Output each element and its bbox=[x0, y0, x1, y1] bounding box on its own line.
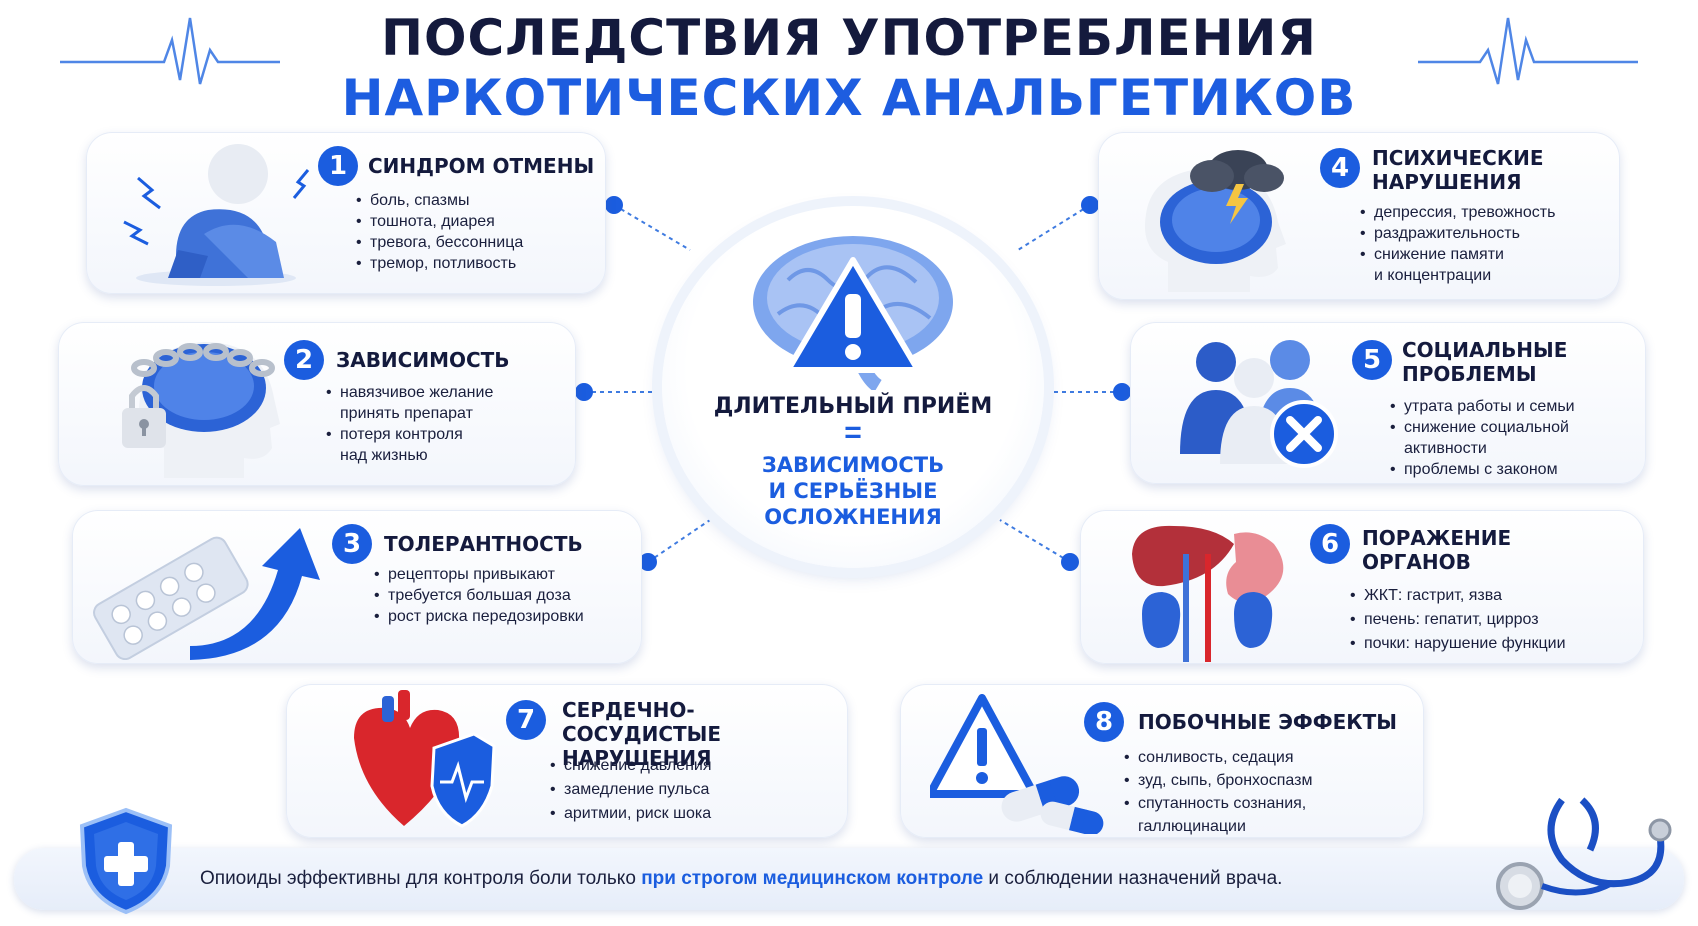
list-item: тошнота, диарея bbox=[356, 211, 523, 232]
people-cross-icon bbox=[1180, 340, 1338, 468]
card-2-number: 2 bbox=[284, 340, 324, 380]
center-text-secondary: ЗАВИСИМОСТЬ И СЕРЬЁЗНЫЕ ОСЛОЖНЕНИЯ bbox=[761, 453, 945, 529]
footer-text-before: Опиоиды эффективны для контроля боли тол… bbox=[200, 868, 642, 889]
card-2-list: навязчивое желание принять препарат поте… bbox=[326, 382, 493, 466]
card-6-list: ЖКТ: гастрит, язва печень: гепатит, цирр… bbox=[1350, 584, 1566, 656]
list-item: тревога, бессонница bbox=[356, 232, 523, 253]
card-3-number: 3 bbox=[332, 524, 372, 564]
card-tolerance: 3 ТОЛЕРАНТНОСТЬ рецепторы привыкают треб… bbox=[72, 510, 642, 664]
card-social-problems: 5 СОЦИАЛЬНЫЕ ПРОБЛЕМЫ утрата работы и се… bbox=[1130, 322, 1646, 484]
list-item: печень: гепатит, цирроз bbox=[1350, 608, 1566, 632]
footer-text-highlight: при строгом медицинском контроле bbox=[641, 868, 984, 889]
heartbeat-line-right-icon bbox=[1418, 17, 1638, 85]
list-item: замедление пульса bbox=[550, 778, 712, 802]
list-item: рост риска передозировки bbox=[374, 606, 584, 627]
list-item: ЖКТ: гастрит, язва bbox=[1350, 584, 1566, 608]
card-1-list: боль, спазмы тошнота, диарея тревога, бе… bbox=[356, 190, 523, 274]
list-item: снижение давления bbox=[550, 754, 712, 778]
card-6-title: ПОРАЖЕНИЕ ОРГАНОВ bbox=[1362, 526, 1512, 574]
list-item: снижение социальной активности bbox=[1390, 417, 1575, 459]
chained-brain-head-icon bbox=[122, 342, 280, 478]
card-4-title: ПСИХИЧЕСКИЕ НАРУШЕНИЯ bbox=[1372, 146, 1544, 194]
list-item: навязчивое желание принять препарат bbox=[326, 382, 493, 424]
card-8-title: ПОБОЧНЫЕ ЭФФЕКТЫ bbox=[1138, 710, 1397, 734]
card-7-number: 7 bbox=[506, 700, 546, 740]
stethoscope-icon bbox=[1496, 797, 1672, 910]
list-item: тремор, потливость bbox=[356, 253, 523, 274]
list-item: боль, спазмы bbox=[356, 190, 523, 211]
card-1-title: СИНДРОМ ОТМЕНЫ bbox=[368, 154, 595, 178]
list-item: потеря контроля над жизнью bbox=[326, 424, 493, 466]
list-item: утрата работы и семьи bbox=[1390, 396, 1575, 417]
card-cardiovascular: 7 СЕРДЕЧНО-СОСУДИСТЫЕ НАРУШЕНИЯ снижение… bbox=[286, 684, 848, 838]
list-item: раздражительность bbox=[1360, 223, 1555, 244]
list-item: сонливость, седация bbox=[1124, 746, 1312, 769]
withdrawal-person-icon bbox=[123, 144, 310, 286]
heartbeat-line-left-icon bbox=[60, 17, 280, 85]
card-5-title: СОЦИАЛЬНЫЕ ПРОБЛЕМЫ bbox=[1402, 338, 1568, 386]
card-7-list: снижение давления замедление пульса арит… bbox=[550, 754, 712, 826]
title-line-1: ПОСЛЕДСТВИЯ УПОТРЕБЛЕНИЯ bbox=[381, 9, 1317, 67]
footer-text: Опиоиды эффективны для контроля боли тол… bbox=[200, 868, 1282, 890]
card-7-title: СЕРДЕЧНО-СОСУДИСТЫЕ НАРУШЕНИЯ bbox=[562, 698, 722, 770]
page-title: ПОСЛЕДСТВИЯ УПОТРЕБЛЕНИЯ НАРКОТИЧЕСКИХ А… bbox=[0, 8, 1698, 128]
pills-arrow-up-icon bbox=[93, 528, 320, 660]
card-1-number: 1 bbox=[318, 146, 358, 186]
card-4-list: депрессия, тревожность раздражительность… bbox=[1360, 202, 1555, 286]
list-item: депрессия, тревожность bbox=[1360, 202, 1555, 223]
card-5-list: утрата работы и семьи снижение социально… bbox=[1390, 396, 1575, 480]
list-item: аритмии, риск шока bbox=[550, 802, 712, 826]
heart-shield-icon bbox=[354, 690, 496, 828]
card-6-number: 6 bbox=[1310, 524, 1350, 564]
card-3-list: рецепторы привыкают требуется большая до… bbox=[374, 564, 584, 627]
list-item: снижение памяти и концентрации bbox=[1360, 244, 1555, 286]
list-item: спутанность сознания, галлюцинации bbox=[1124, 792, 1312, 838]
center-summary-circle: ДЛИТЕЛЬНЫЙ ПРИЁМ = ЗАВИСИМОСТЬ И СЕРЬЁЗН… bbox=[662, 206, 1044, 568]
brain-warning-icon bbox=[753, 236, 953, 390]
list-item: рецепторы привыкают bbox=[374, 564, 584, 585]
footer-banner: Опиоиды эффективны для контроля боли тол… bbox=[14, 848, 1684, 910]
card-3-title: ТОЛЕРАНТНОСТЬ bbox=[384, 532, 583, 556]
card-withdrawal-syndrome: 1 СИНДРОМ ОТМЕНЫ боль, спазмы тошнота, д… bbox=[86, 132, 606, 294]
list-item: требуется большая доза bbox=[374, 585, 584, 606]
warning-capsules-icon bbox=[930, 694, 1104, 834]
card-4-number: 4 bbox=[1320, 148, 1360, 188]
list-item: зуд, сыпь, бронхоспазм bbox=[1124, 769, 1312, 792]
card-dependence: 2 ЗАВИСИМОСТЬ навязчивое желание принять… bbox=[58, 322, 576, 486]
organs-icon bbox=[1132, 525, 1284, 662]
card-side-effects: 8 ПОБОЧНЫЕ ЭФФЕКТЫ сонливость, седация з… bbox=[900, 684, 1424, 838]
title-line-2: НАРКОТИЧЕСКИХ АНАЛЬГЕТИКОВ bbox=[341, 69, 1357, 127]
card-2-title: ЗАВИСИМОСТЬ bbox=[336, 348, 510, 372]
list-item: почки: нарушение функции bbox=[1350, 632, 1566, 656]
footer-text-after: и соблюдении назначений врача. bbox=[983, 868, 1283, 889]
list-item: проблемы с законом bbox=[1390, 459, 1575, 480]
card-8-list: сонливость, седация зуд, сыпь, бронхоспа… bbox=[1124, 746, 1312, 838]
center-text-primary: ДЛИТЕЛЬНЫЙ ПРИЁМ bbox=[713, 394, 993, 419]
center-equals-sign: = bbox=[844, 416, 862, 449]
card-5-number: 5 bbox=[1352, 340, 1392, 380]
card-mental-disorders: 4 ПСИХИЧЕСКИЕ НАРУШЕНИЯ депрессия, трево… bbox=[1098, 132, 1620, 300]
card-organ-damage: 6 ПОРАЖЕНИЕ ОРГАНОВ ЖКТ: гастрит, язва п… bbox=[1080, 510, 1644, 664]
medical-shield-icon bbox=[79, 807, 173, 915]
storm-cloud-head-icon bbox=[1144, 150, 1286, 292]
card-8-number: 8 bbox=[1084, 702, 1124, 742]
